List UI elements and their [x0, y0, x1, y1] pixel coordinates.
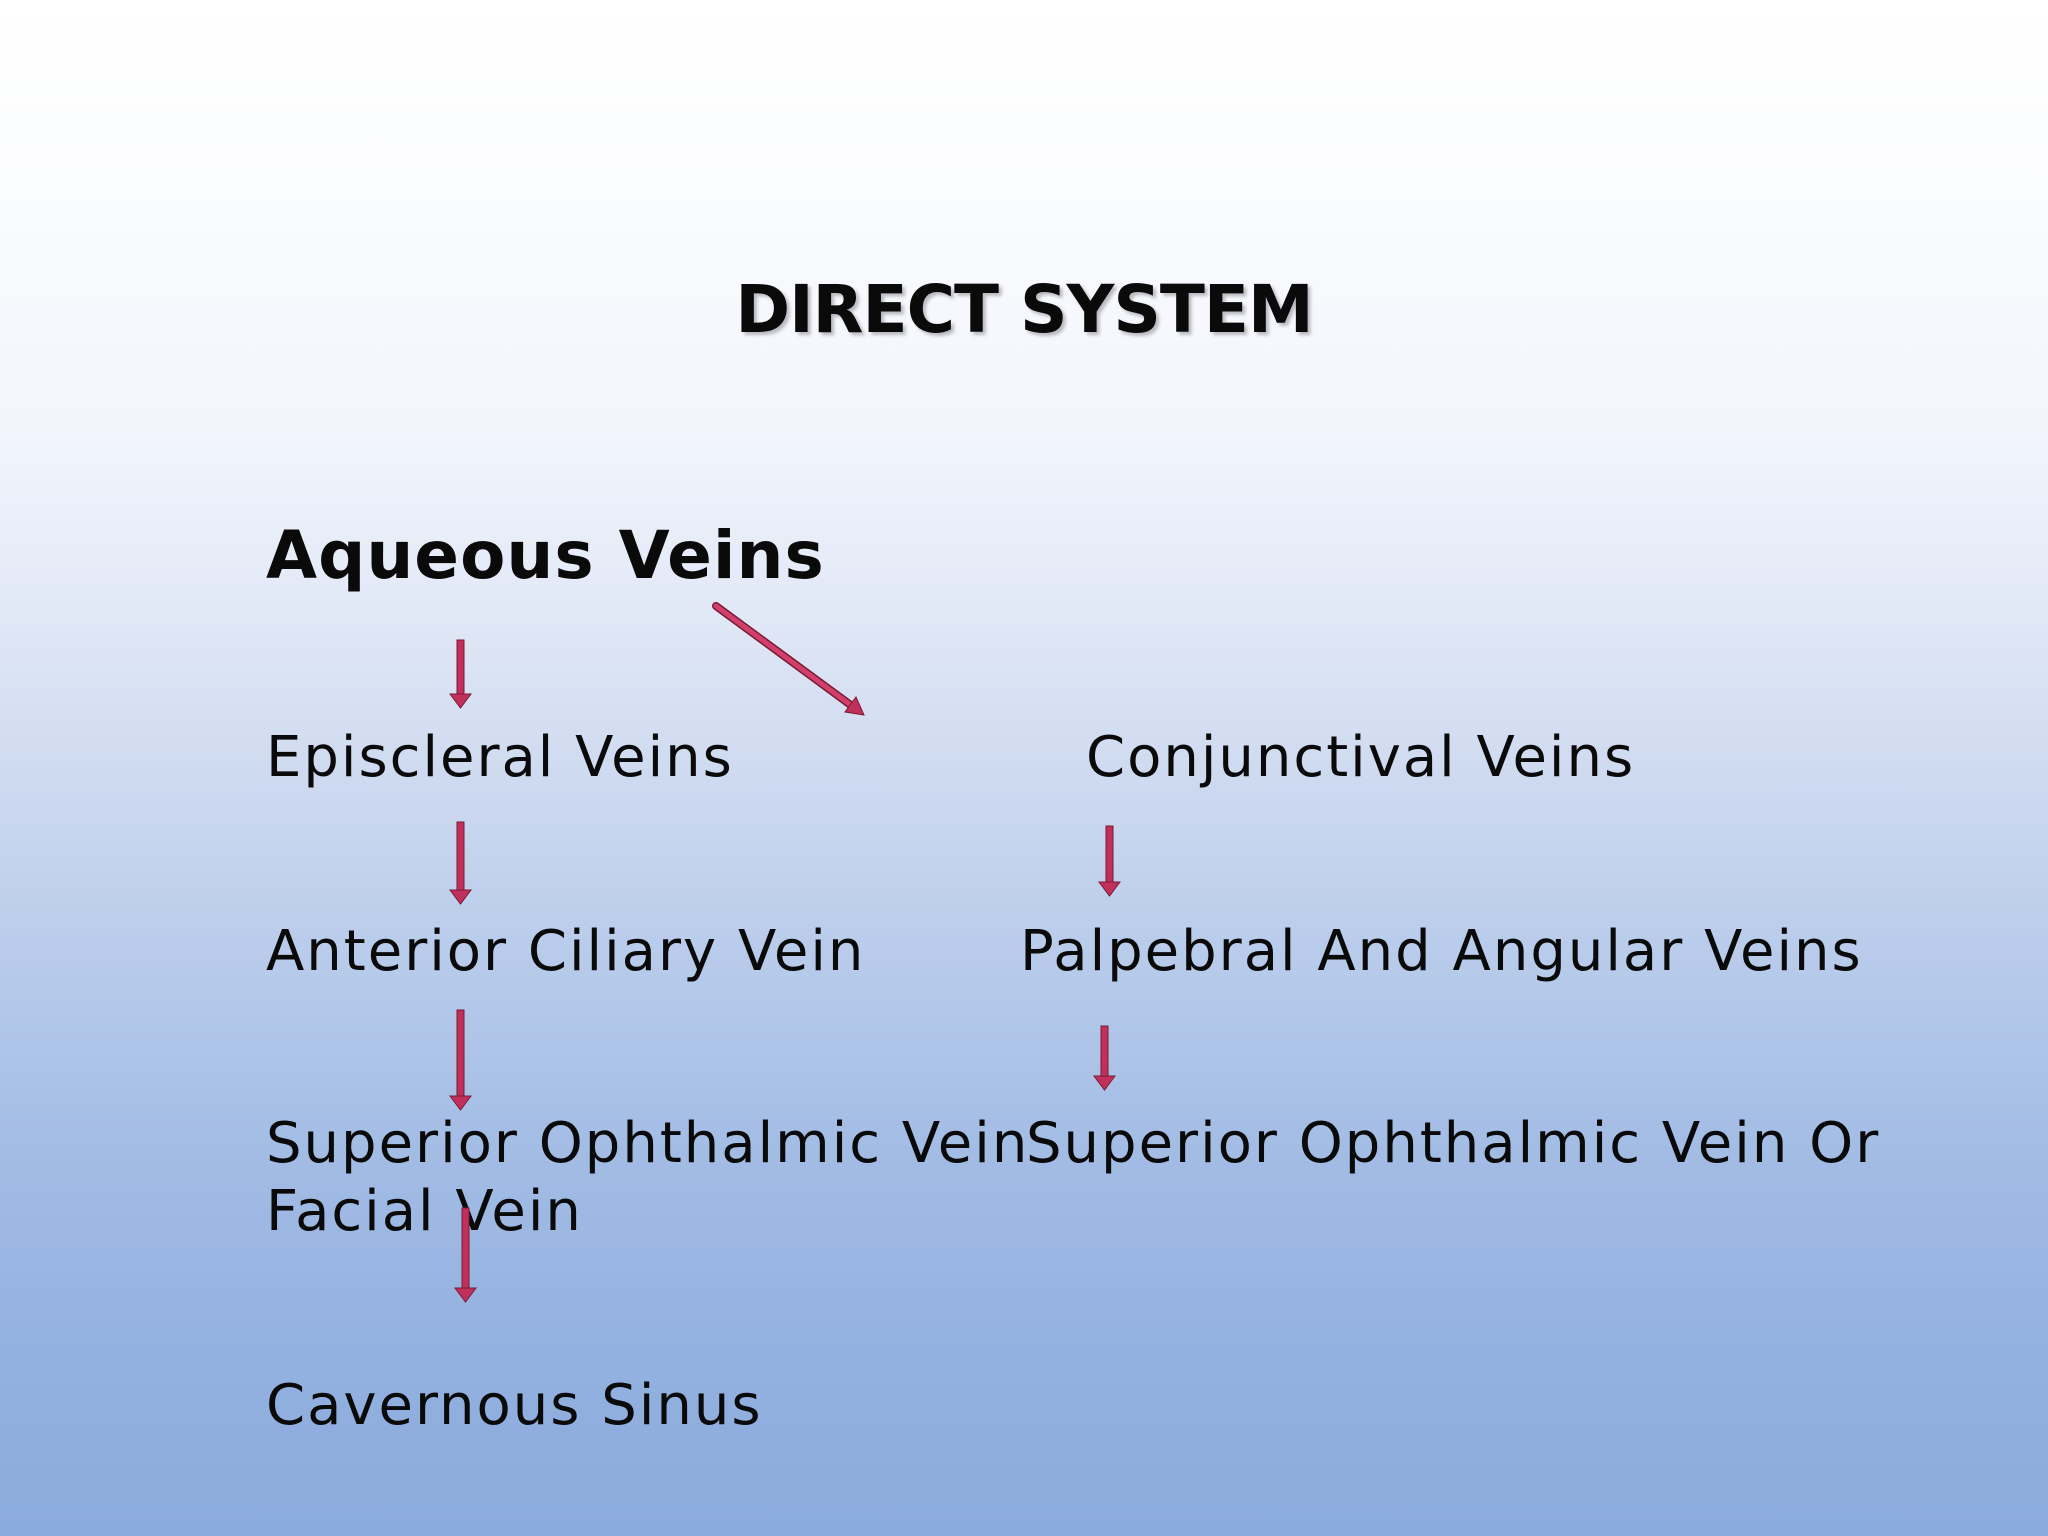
arrow-aqueous-to-episcleral — [449, 639, 472, 709]
arrow-episcleral-to-anterior-ciliary — [449, 821, 472, 905]
arrow-anterior-ciliary-to-superior-ophthalmic — [449, 1009, 472, 1111]
node-episcleral-veins: Episcleral Veins — [266, 725, 734, 790]
node-conjunctival-veins: Conjunctival Veins — [1086, 725, 1636, 790]
node-superior-ophthalmic-vein-left: Superior Ophthalmic Vein — [266, 1111, 1030, 1176]
node-superior-ophthalmic-vein-right: Superior Ophthalmic Vein Or — [1026, 1111, 1881, 1176]
arrow-aqueous-to-conjunctival — [712, 602, 865, 716]
node-facial-vein: Facial Vein — [266, 1179, 583, 1244]
arrow-conjunctival-to-palpebral — [1098, 825, 1121, 897]
node-anterior-ciliary-vein: Anterior Ciliary Vein — [266, 919, 866, 984]
node-cavernous-sinus: Cavernous Sinus — [266, 1373, 763, 1438]
arrow-palpebral-to-superior-ophthalmic — [1093, 1025, 1116, 1091]
node-palpebral-angular-veins: Palpebral And Angular Veins — [1020, 919, 1863, 984]
arrow-superior-ophthalmic-to-cavernous-sinus — [454, 1207, 477, 1303]
slide-title: DIRECT SYSTEM — [735, 271, 1313, 348]
node-aqueous-veins: Aqueous Veins — [266, 517, 825, 594]
